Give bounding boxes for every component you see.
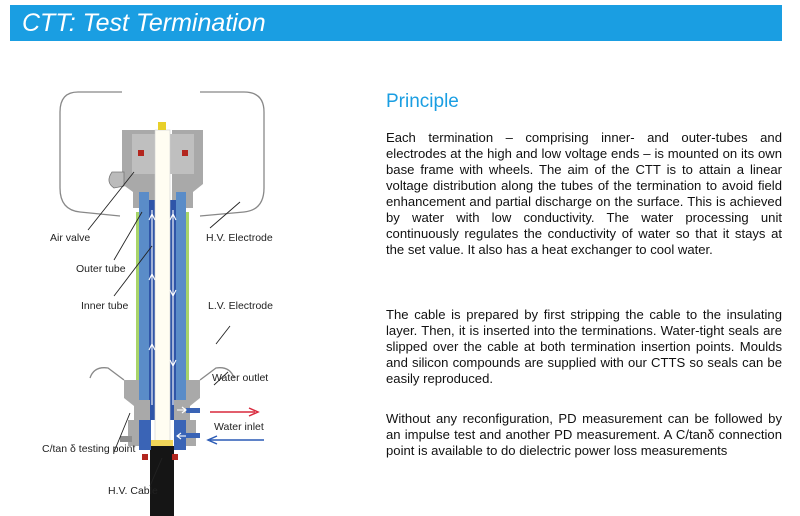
label-air-valve: Air valve <box>50 232 91 244</box>
lv-electrode-left-strip <box>136 212 139 392</box>
leader-lines <box>87 171 241 487</box>
termination-drawing <box>59 91 265 516</box>
water-outlet-arrowhead <box>248 407 260 417</box>
label-hv-cable: H.V. Cable <box>108 485 158 497</box>
outer-tube-left <box>139 192 149 424</box>
principle-paragraph-3: Without any reconfiguration, PD measurem… <box>386 411 782 458</box>
cable-tip <box>158 122 166 130</box>
principle-paragraph-2: The cable is prepared by first stripping… <box>386 307 782 386</box>
principle-section: Principle Each termination – comprising … <box>386 90 782 458</box>
ctan-testing-stub <box>120 436 132 442</box>
water-inlet-pipe <box>186 433 200 438</box>
bottom-fitting-right <box>174 420 186 450</box>
flow-arrows <box>148 210 187 440</box>
bottom-fitting-left <box>139 420 151 450</box>
principle-paragraph-1: Each termination – comprising inner- and… <box>386 130 782 257</box>
principle-heading: Principle <box>386 91 459 112</box>
lv-electrode-right-strip <box>186 212 189 392</box>
lower-electrode-right-outline <box>199 367 235 381</box>
label-outer-tube: Outer tube <box>76 263 126 275</box>
outer-tube-right <box>176 192 186 424</box>
water-outlet-pipe <box>186 408 200 413</box>
top-marker-right <box>182 150 188 156</box>
bottom-marker-right <box>172 454 178 460</box>
label-water-outlet: Water outlet <box>212 372 269 384</box>
title-banner: CTT: Test Termination <box>10 5 782 41</box>
water-inlet-arrowhead <box>206 435 218 445</box>
cable-core <box>154 129 171 447</box>
lower-electrode-left-outline <box>89 367 125 381</box>
hv-electrode-right-outline <box>199 91 265 217</box>
termination-diagram: Air valve H.V. Electrode Outer tube Inne… <box>0 60 330 516</box>
label-water-inlet: Water inlet <box>214 421 264 433</box>
page-title: CTT: Test Termination <box>22 9 266 37</box>
air-valve-bump <box>108 171 125 189</box>
cable-tape <box>151 440 173 446</box>
label-ctan-testing-point: C/tan δ testing point <box>42 443 136 455</box>
label-lv-electrode: L.V. Electrode <box>208 300 273 312</box>
bottom-marker-left <box>142 454 148 460</box>
cable-sheath <box>150 446 174 516</box>
label-hv-electrode: H.V. Electrode <box>206 232 273 244</box>
top-marker-left <box>138 150 144 156</box>
hv-electrode-left-outline <box>59 91 122 217</box>
label-inner-tube: Inner tube <box>81 300 129 312</box>
